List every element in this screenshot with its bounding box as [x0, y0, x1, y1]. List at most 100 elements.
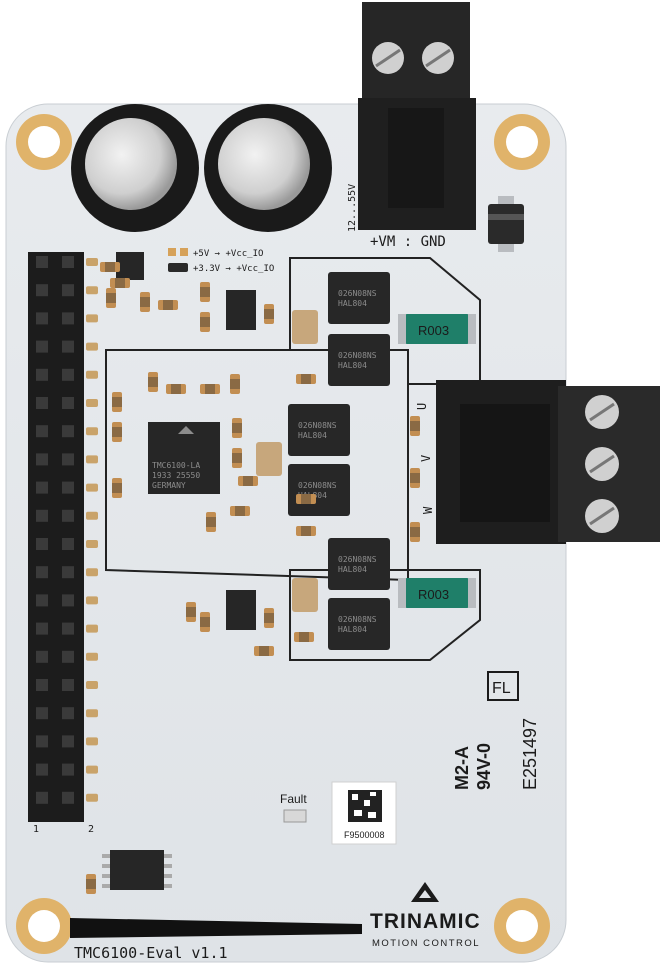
brand-name: TRINAMIC — [370, 910, 481, 933]
header-side-pad — [86, 399, 98, 407]
smd-component — [296, 374, 316, 384]
smd-component — [410, 416, 420, 436]
header-pin — [62, 453, 74, 466]
smd-component — [110, 278, 130, 288]
mosfet-label-line1: 026N08NS — [298, 481, 337, 490]
header-pin — [36, 453, 48, 466]
smd-component — [140, 292, 150, 312]
smd-component — [100, 262, 120, 272]
header-pin — [62, 679, 74, 691]
mosfet-label-line1: 026N08NS — [338, 289, 377, 298]
smd-component — [254, 646, 274, 656]
header-side-pad — [86, 652, 98, 661]
header-pin — [62, 481, 74, 494]
cert-line-3: E251497 — [520, 718, 540, 790]
mounting-hole-bottom-left — [16, 898, 72, 954]
smd-component — [232, 448, 242, 468]
smd-component — [112, 478, 122, 498]
smd-component — [294, 632, 314, 642]
header-side-pad — [86, 483, 98, 492]
header-pin — [62, 707, 74, 720]
smd-component — [200, 282, 210, 302]
header-pin — [36, 566, 48, 579]
header-side-pad — [86, 793, 98, 802]
header-pin — [36, 622, 48, 635]
smd-component — [410, 468, 420, 488]
header-side-pad — [86, 568, 98, 577]
header-pin — [62, 340, 74, 353]
header-side-pad — [86, 709, 98, 718]
shunt-lower-label: R003 — [418, 587, 449, 602]
mosfet-label-line1: 026N08NS — [338, 351, 377, 360]
phase-u-label: U — [415, 403, 429, 410]
header-pin — [36, 538, 48, 550]
smd-component — [148, 372, 158, 392]
protection-diode — [488, 196, 524, 252]
smd-component — [296, 494, 316, 504]
smd-component — [230, 506, 250, 516]
silk-outline-middle — [105, 349, 409, 582]
mosfet-label-line2: HAL804 — [338, 299, 367, 308]
smd-component — [106, 288, 116, 308]
header-pin — [62, 284, 74, 297]
shunt-upper-label: R003 — [418, 323, 449, 338]
header-pin — [62, 425, 74, 438]
smd-component — [200, 384, 220, 394]
smd-component — [186, 602, 196, 622]
tantalum-cap-1 — [292, 310, 318, 344]
header-pin — [36, 791, 48, 804]
gpio-pin-header — [28, 252, 98, 822]
driver-ic-upper — [226, 290, 256, 330]
header-pin — [36, 735, 48, 748]
smd-component — [206, 512, 216, 532]
header-side-pad — [86, 370, 98, 379]
header-pin — [36, 256, 48, 268]
phase-v-label: V — [419, 455, 433, 462]
smd-component — [230, 374, 240, 394]
mounting-hole-top-right — [494, 114, 550, 170]
capacitor-right — [204, 104, 332, 232]
bottom-silk-bar — [70, 918, 362, 938]
header-side-pad — [86, 455, 98, 464]
power-terminal-block — [358, 2, 476, 230]
smd-component — [112, 392, 122, 412]
shunt-resistor-lower: R003 — [398, 578, 476, 608]
header-pin — [36, 368, 48, 381]
smd-component — [264, 608, 274, 628]
voltage-range-label: 12...55V — [347, 184, 358, 232]
header-pin — [62, 256, 74, 268]
header-side-pad — [86, 596, 98, 605]
fl-mark-label: FL — [492, 680, 511, 697]
header-pin — [62, 650, 74, 663]
header-pin — [62, 791, 74, 804]
power-polarity-label: +VM : GND — [370, 234, 446, 250]
cert-line-2: 94V-0 — [474, 743, 494, 790]
eeprom-ic — [102, 850, 172, 890]
header-pin — [36, 679, 48, 691]
header-pin — [36, 509, 48, 522]
tantalum-cap-2 — [256, 442, 282, 476]
serial-sticker: F9500008 — [331, 781, 397, 845]
trinamic-logo-icon — [411, 882, 439, 902]
jumper-5v-pad — [168, 248, 176, 256]
mosfet-label-line2: HAL804 — [338, 565, 367, 574]
header-side-pad — [86, 737, 98, 746]
header-side-pad — [86, 427, 98, 436]
main-ic-line1: TMC6100-LA — [152, 461, 200, 470]
header-pin — [62, 622, 74, 635]
smd-component — [200, 312, 210, 332]
mosfet-label-line2: HAL804 — [338, 361, 367, 370]
brand-subtitle: MOTION CONTROL — [372, 938, 480, 949]
header-pin — [62, 763, 74, 776]
smd-component — [158, 300, 178, 310]
cert-line-1: M2-A — [452, 746, 472, 790]
header-pin — [36, 284, 48, 297]
jumper-3v3-pad — [168, 263, 188, 272]
mounting-hole-top-left — [16, 114, 72, 170]
header-pin — [62, 594, 74, 607]
smd-component — [86, 874, 96, 894]
